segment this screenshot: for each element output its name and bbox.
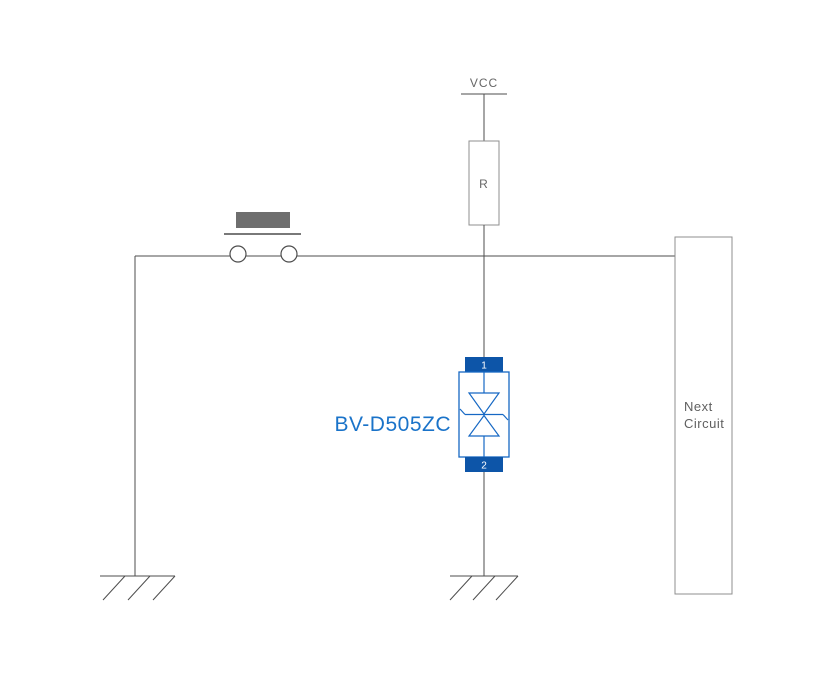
tvs-middle-tick-right [502, 414, 509, 421]
button-cap-icon [236, 212, 290, 228]
component-label: BV-D505ZC [334, 413, 451, 436]
ground-left-slash-1 [102, 575, 126, 601]
ground-left-slash-2 [127, 575, 151, 601]
ground-icon-left [100, 575, 176, 601]
next-circuit-label-line1: Next [684, 399, 713, 414]
vcc-label: VCC [470, 76, 498, 90]
pin-1-label: 1 [481, 361, 487, 372]
bidirectional-tvs-icon [459, 372, 509, 457]
ground-center-slash-2 [472, 575, 496, 601]
push-button-switch [224, 212, 301, 263]
vcc-symbol: VCC [461, 76, 507, 141]
resistor: R [468, 140, 500, 357]
component-terminal-top [465, 357, 503, 372]
resistor-label: R [479, 177, 489, 191]
next-circuit-box [674, 236, 733, 595]
next-circuit-label-line2: Circuit [684, 416, 724, 431]
tvs-middle-tick-left [459, 408, 466, 415]
switch-terminal-right [280, 245, 298, 263]
resistor-body [468, 140, 500, 226]
ground-icon-center [449, 575, 519, 601]
tvs-top-triangle [467, 392, 501, 416]
next-circuit-block: Next Circuit [674, 236, 733, 595]
ground-center-slash-1 [449, 575, 473, 601]
switch-terminal-left [229, 245, 247, 263]
ground-center-slash-3 [495, 575, 519, 601]
tvs-diode-component: 1 2 BV-D505ZC [334, 357, 510, 472]
ground-left-slash-3 [152, 575, 176, 601]
pin-2-label: 2 [481, 461, 487, 472]
component-terminal-bottom [465, 457, 503, 472]
